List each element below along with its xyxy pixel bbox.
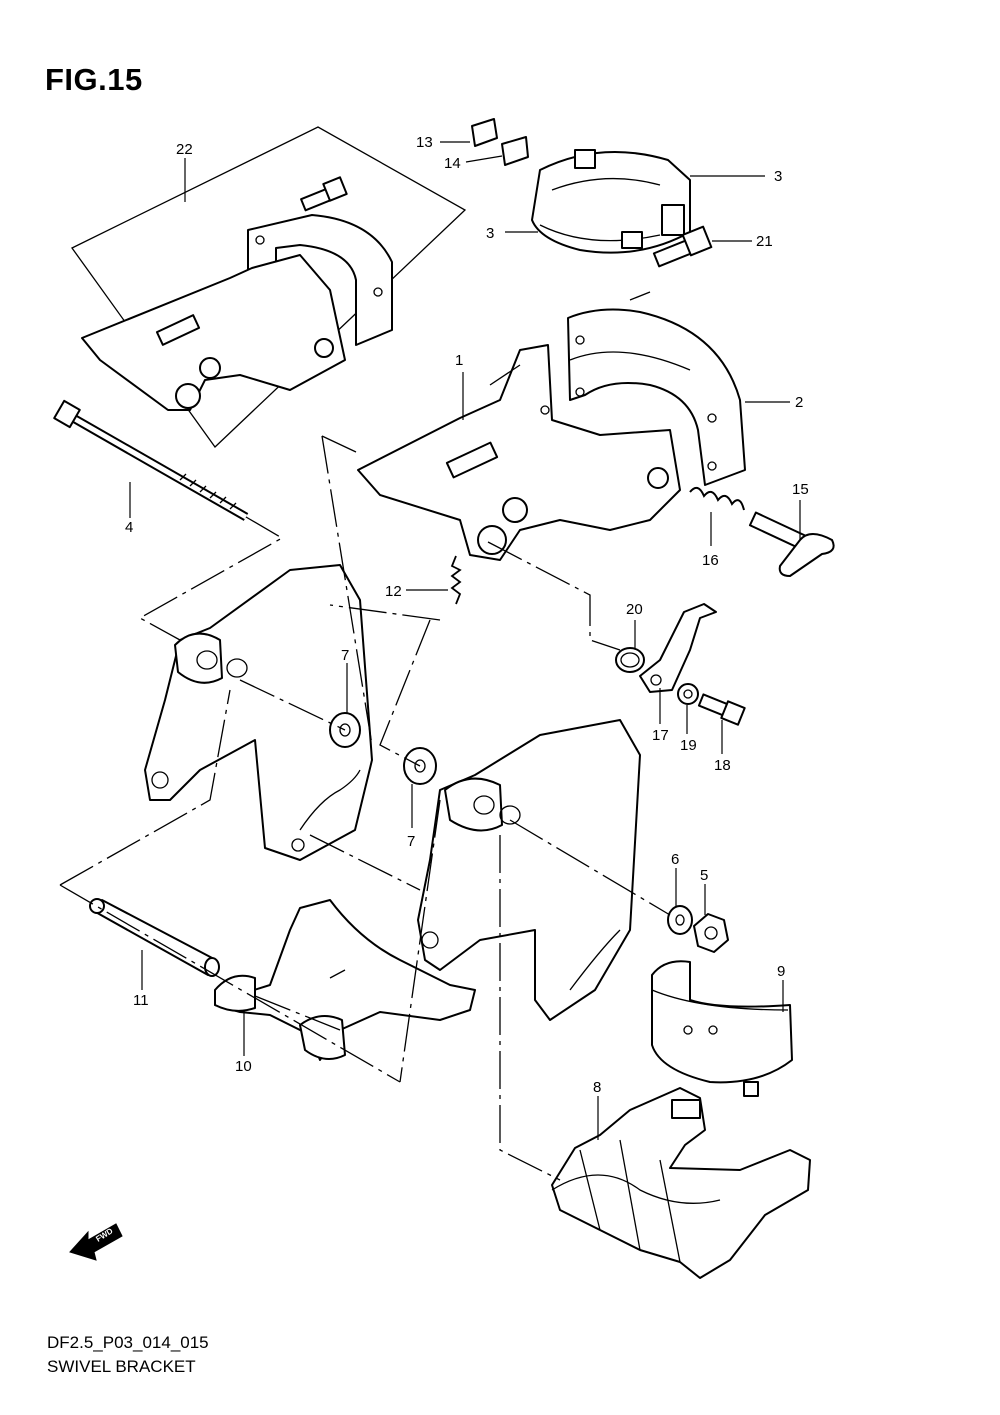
lever-17	[639, 603, 717, 693]
callout-5: 5	[700, 867, 708, 884]
nut-5	[693, 913, 729, 953]
bolt-icon	[300, 176, 348, 212]
pad-14	[501, 136, 529, 166]
callout-2: 2	[795, 394, 803, 411]
spring-12	[450, 555, 462, 605]
callout-14: 14	[444, 155, 461, 172]
callout-10: 10	[235, 1058, 252, 1075]
callout-13: 13	[416, 134, 433, 151]
clamp-bushing-3	[531, 149, 691, 254]
footer-diagram-code: DF2.5_P03_014_015	[47, 1333, 209, 1352]
callout-labels: 22 13 14 3 3 21 1 2 15 4 16 12 20 7 17 1…	[125, 134, 809, 1096]
callout-9: 9	[777, 963, 785, 980]
callout-7a: 7	[341, 647, 349, 664]
clamp-ring-2	[567, 308, 746, 486]
base-bracket-8	[551, 1087, 811, 1279]
long-bolt-4	[53, 399, 249, 521]
callout-15: 15	[792, 481, 809, 498]
callout-22: 22	[176, 141, 193, 158]
callout-16: 16	[702, 552, 719, 569]
stern-bracket-right	[417, 719, 641, 1021]
lower-clamp-9	[651, 960, 793, 1097]
callout-6: 6	[671, 851, 679, 868]
figure-title: FIG.15	[45, 62, 143, 97]
bolt-21	[652, 225, 713, 268]
washer-6	[667, 905, 693, 935]
callout-11: 11	[133, 992, 149, 1009]
callout-12: 12	[385, 583, 402, 600]
bolt-18	[697, 693, 746, 726]
pad-13	[471, 118, 498, 147]
callout-1: 1	[455, 352, 463, 369]
stern-bracket-left	[144, 564, 373, 861]
callout-8: 8	[593, 1079, 601, 1096]
callout-4: 4	[125, 519, 133, 536]
assembly-centerlines	[59, 291, 671, 1181]
footer-diagram-name: SWIVEL BRACKET	[47, 1357, 196, 1376]
callout-3a: 3	[774, 168, 782, 185]
pin-11	[89, 898, 220, 977]
spring-16	[689, 486, 745, 511]
assembly-inset-22	[71, 126, 467, 448]
callout-19: 19	[680, 737, 697, 754]
callout-20: 20	[626, 601, 643, 618]
callout-18: 18	[714, 757, 731, 774]
fwd-arrow-icon: FWD	[69, 1223, 123, 1261]
callout-3b: 3	[486, 225, 494, 242]
ring-20	[615, 647, 645, 673]
swivel-arm-1	[357, 344, 681, 561]
callout-21: 21	[756, 233, 773, 250]
callout-7b: 7	[407, 833, 415, 850]
thumb-screw-15	[748, 511, 835, 577]
leader-lines	[129, 141, 801, 1140]
callout-17: 17	[652, 727, 669, 744]
washer-19	[677, 683, 699, 705]
